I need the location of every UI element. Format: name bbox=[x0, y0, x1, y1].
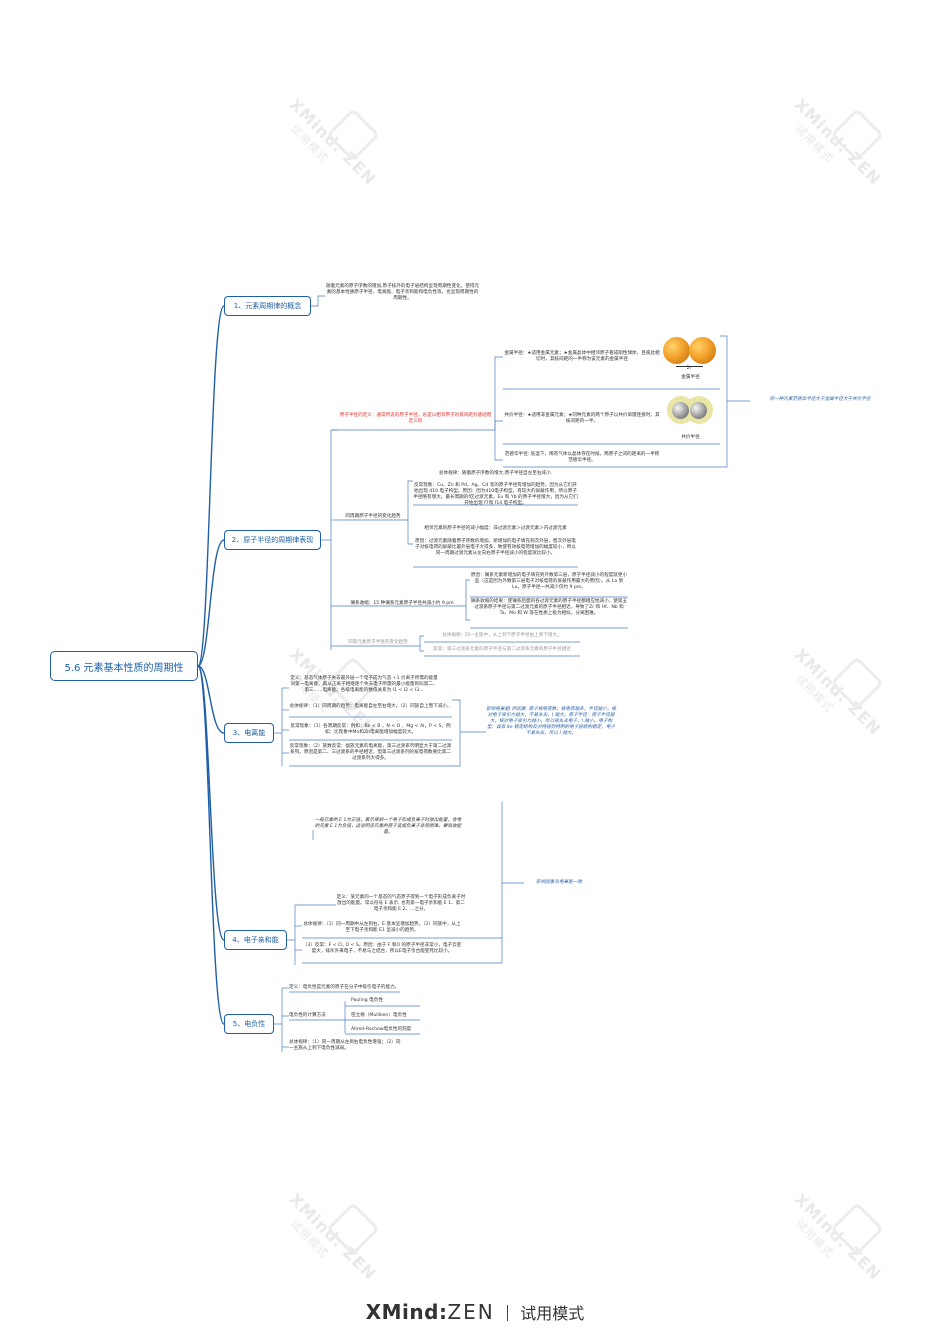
method-allred-rochow[interactable]: Allred-Rochow电负性的刻度 bbox=[351, 1027, 412, 1032]
branch-periodic-law-concept[interactable]: 1、元素周期律的概念 bbox=[224, 296, 311, 316]
footer-trial-mode: 试用模式 bbox=[520, 1304, 585, 1323]
metal-radius-text: 金属半径：★适用金属元素；★金属晶体中相邻原子看成刚性球体，且彼此相切时，其核间… bbox=[504, 351, 660, 362]
periodic-law-text: 随着元素的原子序数的增加,原子核外的电子层结构呈现周期性变化，使得元素的基本性质… bbox=[325, 284, 480, 301]
radius-definition: 原子半径的定义：通常所说的原子半径，总是以相邻原子的核间距为基础而定义的 bbox=[339, 413, 492, 424]
metal-radius-label: 金属半径 bbox=[681, 375, 700, 380]
method-mulliken[interactable]: 密立根（Mulliken）电负性 bbox=[351, 1013, 407, 1018]
distance-marker bbox=[676, 366, 703, 367]
method-pauling[interactable]: Pauling 电负性 bbox=[351, 998, 383, 1003]
period-total-rule: 总体规律：随着原子序数的增大,原子半径自左至右减小. bbox=[438, 471, 553, 476]
metal-radius-illustration: 2r 金属半径 bbox=[663, 335, 718, 387]
lanthanide-reason: 原因：镧系元素新增加的电子填充到外数第三层，原子半径减小的程度就更小些（这是因为… bbox=[470, 573, 628, 590]
transition-reason: 原因：过渡元素随着原子序数的增加，新增加的电子填充到次外层，而次外层电子对核电荷… bbox=[415, 539, 576, 556]
metal-sphere-icon bbox=[689, 337, 716, 364]
covalent-atom-icon bbox=[672, 402, 689, 419]
group-anomaly: 反常：第三过渡系元素的原子半径与第二过渡系元素的原子半径相近 bbox=[433, 647, 571, 652]
period-trend-label: 同周期原子半径的变化趋势 bbox=[345, 514, 401, 519]
vdw-radius-text: 范德华半径: 低温下，稀有气体以晶体存在时候，两原子之间的距离的一半称范德华半径… bbox=[504, 452, 660, 463]
branch-electronegativity[interactable]: 5、电负性 bbox=[224, 1014, 274, 1034]
ionization-anomaly-period: 反常现象：（1）各周期反常：例如：Be < B ，N < O ，Mg < Al，… bbox=[290, 724, 451, 735]
footer-separator bbox=[506, 1305, 509, 1321]
lanthanide-contraction: 镧系收缩：15 种镧系元素原子半径共减小约 9 pm bbox=[350, 601, 454, 606]
affinity-total-rule: 总体规律：（1）同一周期中从左到右，E 基本呈增加趋势。（2）同族中，从上至下电… bbox=[303, 922, 461, 933]
root-topic[interactable]: 5.6 元素基本性质的周期性 bbox=[50, 651, 198, 681]
ionization-anomaly-group: 反常现象：（2）族数反常：副族元素的电离能，第三过渡系列明显大于第二过渡系列。原… bbox=[289, 744, 452, 761]
branch-electron-affinity[interactable]: 4、电子亲和能 bbox=[224, 930, 287, 950]
covalent-atom-icon bbox=[690, 402, 707, 419]
period-anomaly: 反常现象：Cu、Zn 和 Pd、Ag、Cd 等的原子半径有增加的趋势，因为从它们… bbox=[413, 483, 578, 506]
ionization-factors-note: 影响电离能I 的因素: 原子核电荷数，核电荷越多，半径越小，核对电子吸引力越大，… bbox=[486, 707, 616, 736]
group-total-rule: 总体规律：同一主族中，从上到下原子半径由上到下增大。 bbox=[442, 633, 562, 638]
adjacent-decrease: 相邻元素的原子半径的减小幅度：非过渡元素＞过渡元素＞内过渡元素 bbox=[424, 526, 567, 531]
electronegativity-methods-label: 电负性的计算方法 bbox=[289, 1013, 326, 1018]
affinity-definition: 定义：某元素的一个基态的气态原子得到一个电子形成负离子时放出的能量。常以符号 E… bbox=[336, 895, 466, 912]
ionization-definition: 定义：基态气体原子失去最外层一个电子成为气态 +1 价离子所需的能量叫第一电离能… bbox=[290, 676, 438, 693]
metal-sphere-icon bbox=[663, 337, 690, 364]
distance-label: 2r bbox=[686, 366, 692, 371]
footer-brand-name: XMind bbox=[365, 1300, 439, 1324]
group-trend-label: 同族元素原子半径的变化趋势 bbox=[348, 640, 408, 645]
lanthanide-result: 镧系收缩的结果：使镧系后面的各过渡元素的原子半径都相应地减小，使第五过渡系原子半… bbox=[470, 599, 628, 616]
covalent-radius-label: 共价半径 bbox=[681, 435, 700, 440]
covalent-radius-text: 共价半径：★适用非金属元素；★同种元素的两个原子以共价单键连接时，其核间距的一半… bbox=[504, 413, 660, 424]
affinity-anomaly: （3）反常：F < Cl, O < S。原因：由于 F 和O 的原子半径非常小，… bbox=[302, 943, 462, 954]
footer-colon: : bbox=[438, 1300, 448, 1324]
branch-ionization-energy[interactable]: 3、电离能 bbox=[224, 723, 274, 743]
covalent-radius-illustration: 共价半径 bbox=[663, 394, 718, 442]
electronegativity-definition: 定义：电负性是元素的原子在分子中吸引电子的能力。 bbox=[289, 985, 400, 990]
affinity-sign-note: 一般元素的 E 1为正值，表示得到一个电子形成负离子时放出能量，合电的元素 E … bbox=[314, 818, 462, 835]
affinity-factors-note: 影响因素与电离能一致 bbox=[536, 880, 582, 885]
electronegativity-total-rule: 总体规律：（1）同一周期从左到右电负性增强；（2）同一主族从上到下电负性减弱。 bbox=[289, 1040, 401, 1051]
ionization-total-rule: 总体规律：（1）同周期的趋势：电离能自左至右增大。（2）同族自上而下减小。 bbox=[289, 704, 452, 709]
branch-atomic-radius[interactable]: 2、原子半径的周期律表现 bbox=[224, 530, 321, 550]
radius-comparison-note: 同一种元素范德华半径大于金属半径大于共价半径 bbox=[769, 397, 871, 402]
footer-zen: ZEN bbox=[447, 1300, 495, 1324]
footer-brand: XMind:ZEN 试用模式 bbox=[0, 1300, 950, 1324]
